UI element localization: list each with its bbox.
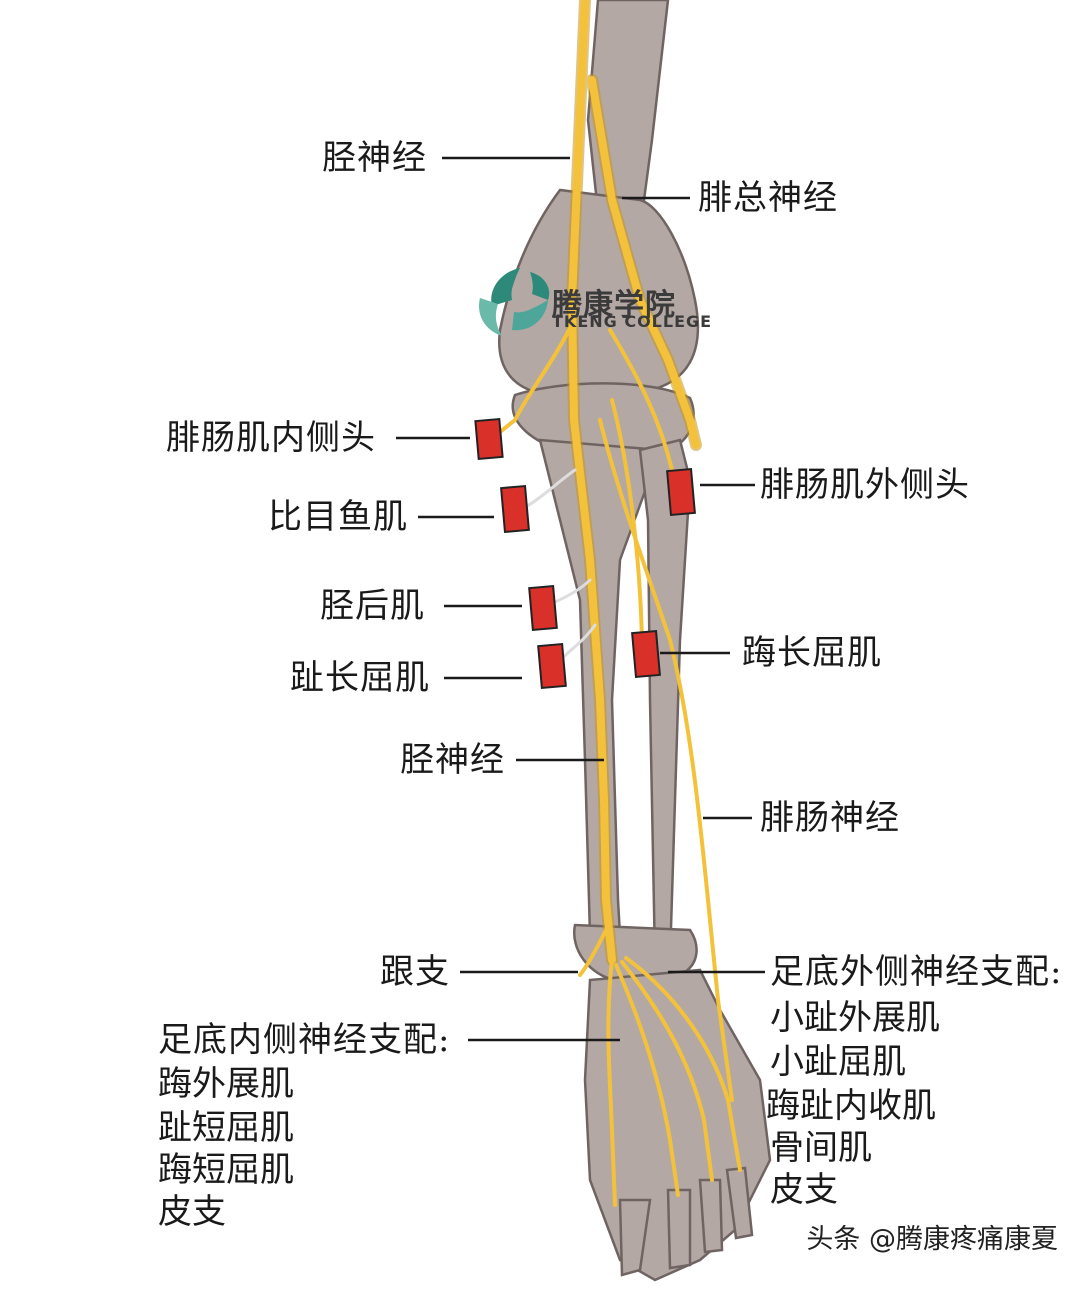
label-tibial-nerve-mid: 胫神经 — [400, 740, 505, 780]
leader-lines — [396, 156, 765, 1042]
plantar-medial-2 — [614, 963, 680, 1197]
toe-3 — [698, 1178, 724, 1254]
marker-gastroc-medial — [474, 417, 504, 461]
plantar-lateral-2 — [624, 956, 742, 1172]
lateral-plantar-item: 皮支 — [770, 1170, 838, 1210]
marker-fdl — [537, 642, 567, 690]
label-fhl: 踇长屈肌 — [742, 633, 882, 673]
plantar-lateral-1 — [620, 960, 714, 1182]
label-tibial-nerve-top: 胫神经 — [322, 138, 427, 178]
logo-text-cn: 腾康学院 — [552, 288, 676, 323]
label-gastroc-lateral: 腓肠肌外侧头 — [760, 465, 970, 505]
muscle-markers — [474, 417, 696, 690]
toe-1 — [618, 1198, 652, 1277]
medial-plantar-item: 踇外展肌 — [158, 1064, 294, 1104]
label-gastroc-medial: 腓肠肌内侧头 — [166, 418, 376, 458]
lateral-plantar-item: 踇趾内收肌 — [766, 1086, 936, 1126]
label-lateral-plantar-title: 足底外侧神经支配: — [770, 952, 1063, 992]
lateral-plantar-item: 小趾外展肌 — [770, 998, 940, 1038]
calcaneal-branch — [578, 928, 608, 977]
toe-2 — [666, 1188, 692, 1270]
sural-nerve — [598, 418, 734, 1102]
lateral-plantar-item: 骨间肌 — [770, 1128, 872, 1168]
label-common-peroneal-nerve: 腓总神经 — [698, 178, 838, 218]
marker-soleus — [500, 484, 530, 534]
label-calcaneal-branch: 跟支 — [380, 952, 450, 992]
logo-text-en: TKENG COLLEGE — [552, 312, 713, 331]
college-logo-emblem — [478, 268, 550, 336]
label-medial-plantar-title: 足底内侧神经支配: — [158, 1020, 451, 1060]
label-tibialis-posterior: 胫后肌 — [320, 586, 425, 626]
medial-plantar-item: 皮支 — [158, 1192, 226, 1232]
medial-plantar-item: 踇短屈肌 — [158, 1150, 294, 1190]
marker-fhl — [631, 629, 661, 679]
branch-gastroc-medial — [498, 318, 576, 434]
bones — [498, 0, 772, 1282]
watermark-text: 头条 @腾康疼痛康夏 — [806, 1224, 1058, 1255]
plantar-medial-1 — [606, 958, 617, 1207]
marker-tibialis-posterior — [528, 584, 558, 632]
medial-plantar-item: 趾短屈肌 — [158, 1108, 294, 1148]
common-peroneal-nerve — [588, 76, 700, 449]
tibial-nerve — [568, 0, 616, 964]
branch-gastroc-lateral — [608, 328, 680, 480]
marker-gastroc-lateral — [666, 467, 696, 517]
label-fdl: 趾长屈肌 — [290, 658, 430, 698]
nerves — [498, 0, 742, 1207]
lateral-plantar-item: 小趾屈肌 — [770, 1042, 906, 1082]
branch-fhl — [610, 398, 644, 642]
label-soleus: 比目鱼肌 — [268, 497, 408, 537]
label-sural-nerve: 腓肠神经 — [760, 798, 900, 838]
